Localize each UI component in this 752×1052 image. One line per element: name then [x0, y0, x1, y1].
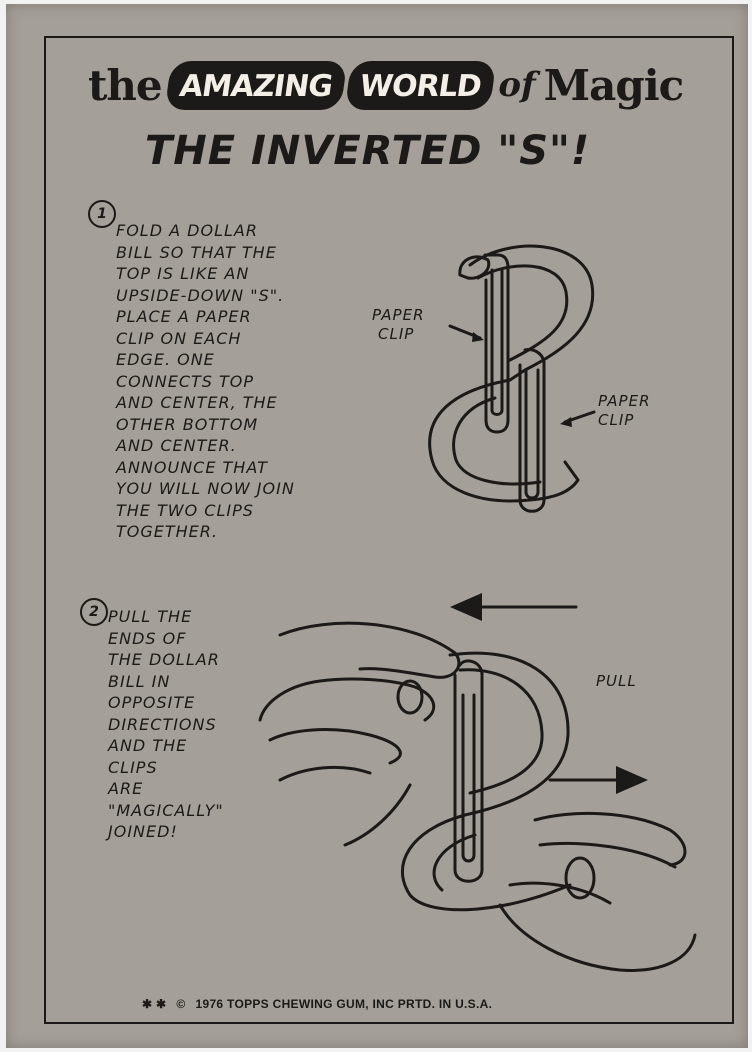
step-2-line: ends of	[108, 628, 187, 648]
step-2-number: 2	[80, 598, 108, 626]
left-hand	[258, 677, 436, 722]
card-header: the AMAZING WORLD of Magic	[88, 54, 688, 116]
paper-clip-right	[524, 368, 540, 500]
step-2-line: joined!	[108, 822, 178, 841]
left-hand	[343, 783, 412, 847]
step-2-line: are	[108, 779, 144, 798]
bill-outline	[468, 244, 595, 382]
right-hand	[538, 842, 677, 869]
header-of: of	[498, 65, 536, 105]
label-line: PAPER	[598, 392, 651, 410]
arrow-right-head	[616, 766, 648, 794]
step-1-line: Fold a dollar	[116, 221, 258, 240]
right-thumbnail	[564, 856, 596, 900]
step-1-line: clip on each	[116, 328, 242, 348]
step-1-line: connects top	[116, 371, 255, 391]
hands-pulling-illustration	[258, 593, 697, 972]
step-1-line: together.	[116, 522, 218, 541]
joined-clips	[453, 659, 484, 883]
paper-clip-left	[483, 253, 510, 434]
step-1-line: you will now join	[116, 479, 295, 498]
step-2-line: directions	[108, 714, 217, 734]
header-magic: Magic	[543, 60, 685, 110]
label-line: CLIP	[598, 411, 635, 429]
left-hand	[278, 621, 461, 679]
bill-outline	[476, 264, 569, 362]
left-hand	[268, 728, 402, 765]
right-hand	[508, 881, 612, 905]
label-line: CLIP	[378, 325, 415, 343]
step-1-line: Place a paper	[116, 307, 252, 326]
step-1-line: edge. One	[116, 350, 215, 369]
paper-clip-left	[490, 268, 504, 416]
stretched-bill	[400, 813, 572, 912]
copyright-symbol: ©	[176, 997, 186, 1011]
paper-clip-right	[518, 348, 546, 513]
step-2-line: bill in	[108, 671, 171, 691]
bill-outline	[452, 396, 542, 486]
bill-end-top	[458, 255, 491, 280]
step-2-instructions: Pull the ends of the dollar bill in oppo…	[108, 606, 224, 843]
copyright-text: 1976 TOPPS CHEWING GUM, INC PRTD. IN U.S…	[195, 997, 493, 1011]
bill-outline	[428, 378, 580, 503]
header-world: WORLD	[346, 62, 494, 108]
joined-clips	[461, 693, 476, 863]
card-frame	[44, 36, 734, 1024]
trading-card	[6, 4, 748, 1048]
stretched-bill	[458, 668, 544, 795]
copyright-footer: ✱ ✱ © 1976 TOPPS CHEWING GUM, INC PRTD. …	[142, 994, 622, 1014]
step-2-line: "magically"	[108, 800, 224, 820]
step-1-line: bill so that the	[116, 242, 277, 262]
step-1-line: Announce that	[116, 457, 268, 477]
leader-arrowhead-right	[560, 417, 572, 427]
header-prefix: the	[88, 60, 163, 110]
step-1-line: and center.	[116, 436, 237, 455]
step-1-line: upside-down "S".	[116, 285, 285, 305]
step-1-line: other bottom	[116, 414, 259, 434]
left-thumbnail	[396, 679, 424, 715]
step-2-line: Pull the	[108, 607, 193, 626]
step-1-instructions: Fold a dollar bill so that the top is li…	[116, 220, 295, 543]
paper-clip-label-left: PAPER CLIP	[372, 306, 425, 344]
footer-stars: ✱ ✱	[142, 997, 167, 1011]
step-2-line: the dollar	[108, 650, 220, 669]
folded-bill-illustration	[428, 244, 596, 513]
stretched-bill	[448, 651, 570, 817]
label-line: PAPER	[372, 306, 425, 324]
leader-arrowhead-left	[472, 332, 484, 342]
right-hand	[533, 811, 687, 867]
page-title: THE INVERTED "S"!	[145, 128, 591, 174]
step-1-line: top is like an	[116, 264, 250, 283]
step-2-line: opposite	[108, 693, 196, 712]
right-hand	[498, 903, 697, 972]
left-hand	[278, 765, 372, 782]
step-1-line: and center, the	[116, 393, 278, 412]
arrow-left-head	[450, 593, 482, 621]
paper-clip-label-right: PAPER CLIP	[598, 392, 651, 430]
step-2-line: and the	[108, 736, 188, 755]
step-2-line: clips	[108, 757, 158, 777]
header-amazing: AMAZING	[166, 62, 345, 108]
pull-label: PULL	[596, 672, 637, 690]
step-1-number: 1	[88, 200, 116, 228]
step-1-line: the two clips	[116, 500, 254, 520]
